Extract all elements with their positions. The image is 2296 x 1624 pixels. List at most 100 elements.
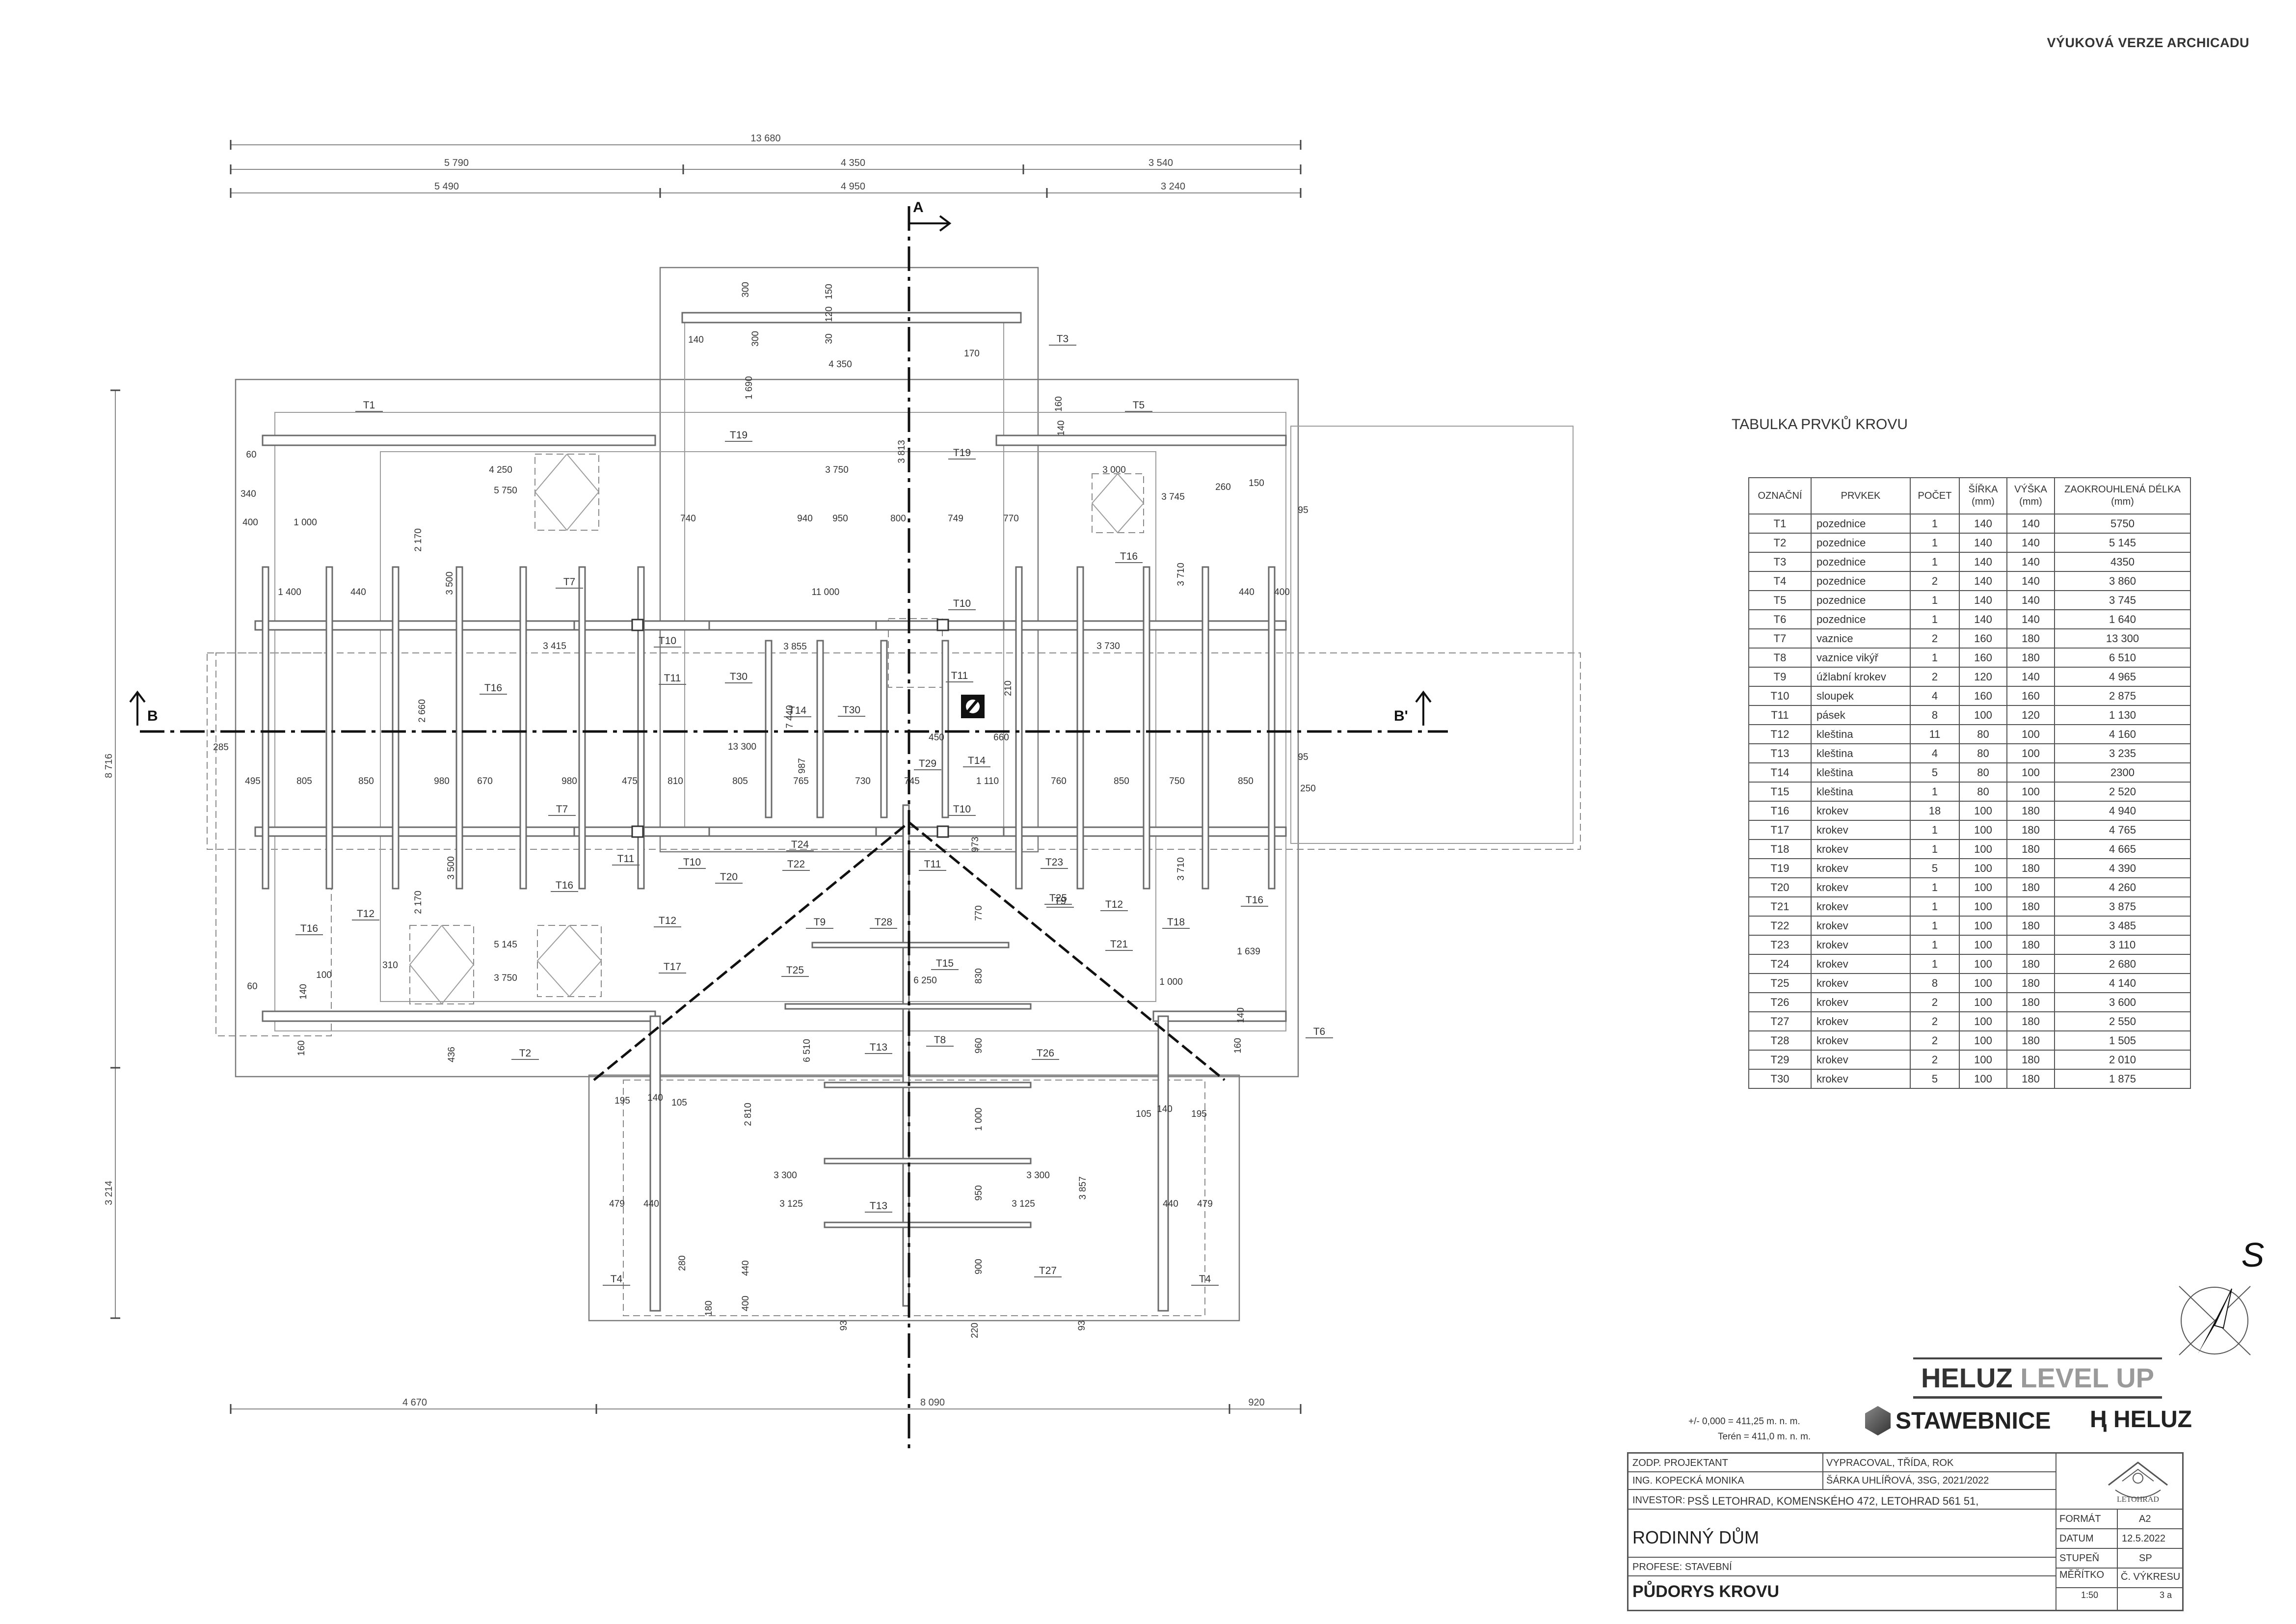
dimension-label: 195: [614, 1096, 630, 1106]
table-cell: pozednice: [1811, 552, 1911, 572]
table-cell: 2 010: [2054, 1050, 2191, 1070]
table-cell: T5: [1748, 590, 1812, 610]
table-cell: 3 600: [2054, 992, 2191, 1012]
table-cell: 180: [2006, 628, 2055, 649]
table-cell: 5: [1910, 762, 1960, 783]
table-cell: 100: [1959, 992, 2007, 1012]
section-mark-b: B: [147, 708, 158, 724]
element-tag: T26: [1037, 1048, 1054, 1059]
table-cell: pozednice: [1811, 571, 1911, 591]
element-tag: T14: [789, 705, 807, 716]
table-cell: 2: [1910, 667, 1960, 687]
dimension-label: 765: [793, 776, 809, 786]
table-cell: T28: [1748, 1030, 1812, 1051]
dim-top-row3-c: 3 240: [1161, 181, 1185, 192]
table-cell: 1: [1910, 820, 1960, 840]
elevation-zero: +/- 0,000 = 411,25 m. n. m.: [1688, 1416, 1800, 1427]
table-cell: 180: [2006, 916, 2055, 936]
dimension-label: 160: [296, 1040, 307, 1056]
dimension-label: 93: [839, 1320, 849, 1330]
element-tag: T5: [1133, 400, 1145, 411]
table-cell: 2: [1910, 1050, 1960, 1070]
table-cell: 1: [1910, 782, 1960, 802]
table-cell: úžlabní krokev: [1811, 667, 1911, 687]
table-cell: 3 235: [2054, 743, 2191, 763]
element-tag: T27: [1039, 1265, 1057, 1276]
table-cell: 140: [2006, 609, 2055, 629]
table-cell: 100: [2006, 782, 2055, 802]
dimension-label: 105: [1136, 1109, 1151, 1119]
element-tag: T18: [1167, 917, 1185, 928]
element-tag: T29: [919, 758, 936, 769]
dimension-label: 740: [680, 514, 696, 524]
table-cell: 100: [1959, 705, 2007, 725]
table-cell: kleština: [1811, 743, 1911, 763]
table-cell: 140: [2006, 590, 2055, 610]
table-cell: 100: [2006, 743, 2055, 763]
table-cell: 100: [1959, 858, 2007, 878]
tb-project: RODINNÝ DŮM: [1632, 1527, 1759, 1547]
table-cell: kleština: [1811, 724, 1911, 744]
table-cell: 100: [1959, 1069, 2007, 1089]
col-header: POČET: [1910, 477, 1960, 514]
table-cell: T13: [1748, 743, 1812, 763]
table-cell: T3: [1748, 552, 1812, 572]
dimension-label: 140: [298, 984, 309, 1000]
table-cell: 180: [2006, 839, 2055, 859]
table-cell: 5 145: [2054, 533, 2191, 553]
dimension-label: 730: [855, 776, 871, 786]
table-cell: krokev: [1811, 935, 1911, 955]
element-tag: T10: [953, 804, 971, 815]
element-tag: T21: [1110, 939, 1128, 950]
dimension-label: 973: [970, 837, 981, 852]
dimension-label: 300: [750, 331, 761, 347]
tb-cislo-value: 3 a: [2160, 1590, 2172, 1600]
table-cell: 13 300: [2054, 628, 2191, 649]
dimension-label: 3 710: [1176, 563, 1186, 586]
dimension-label: 940: [797, 514, 813, 524]
table-cell: 1 130: [2054, 705, 2191, 725]
letohrad-logo: LETOHRAD: [2108, 1462, 2168, 1504]
dimension-label: 140: [688, 335, 704, 345]
dimension-label: 3 730: [1096, 641, 1120, 651]
element-tag: T9: [814, 917, 826, 928]
element-tag: T25: [786, 965, 804, 976]
table-cell: 140: [1959, 552, 2007, 572]
table-cell: 160: [1959, 686, 2007, 706]
table-cell: 1: [1910, 514, 1960, 534]
dimension-label: 195: [1191, 1109, 1207, 1119]
table-cell: vaznice vikýř: [1811, 648, 1911, 668]
table-cell: 140: [2006, 533, 2055, 553]
dim-overall: 13 680: [750, 133, 780, 144]
table-cell: 2: [1910, 1030, 1960, 1051]
left-dimension-chain: 8 716 3 214: [104, 389, 120, 1319]
table-cell: 1: [1910, 954, 1960, 974]
table-cell: 1 505: [2054, 1030, 2191, 1051]
table-cell: 100: [1959, 801, 2007, 821]
table-cell: 140: [1959, 514, 2007, 534]
table-cell: 180: [2006, 801, 2055, 821]
table-cell: 4: [1910, 743, 1960, 763]
element-tag: T12: [1105, 899, 1123, 910]
cube-icon: [1865, 1406, 1891, 1435]
rafters: [262, 566, 1276, 1228]
table-cell: 180: [2006, 954, 2055, 974]
tb-vypracoval-value: ŠÁRKA UHLÍŘOVÁ, 3SG, 2021/2022: [1826, 1475, 1989, 1486]
table-cell: T20: [1748, 877, 1812, 897]
element-tag: T4: [1199, 1273, 1211, 1285]
table-cell: 100: [1959, 1011, 2007, 1031]
table-cell: 180: [2006, 820, 2055, 840]
element-tag: T12: [659, 915, 676, 926]
element-tag: T23: [1045, 857, 1063, 868]
element-tag: T16: [1246, 894, 1263, 906]
table-cell: 100: [1959, 1050, 2007, 1070]
table-cell: krokev: [1811, 992, 1911, 1012]
